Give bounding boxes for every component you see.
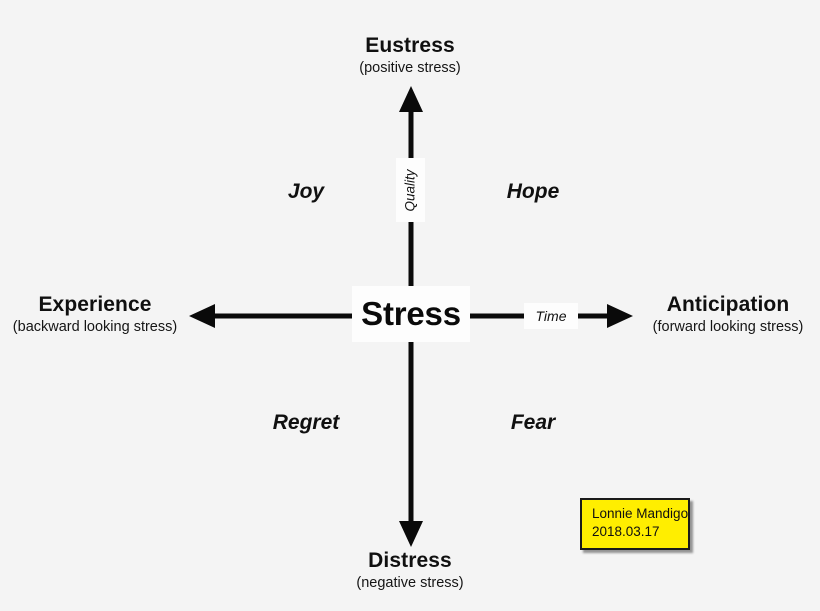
arrowhead-left-icon bbox=[189, 304, 215, 328]
pole-label-experience: Experience (backward looking stress) bbox=[0, 293, 190, 336]
quadrant-label-joy: Joy bbox=[287, 180, 325, 203]
pole-label-anticipation: Anticipation (forward looking stress) bbox=[636, 293, 820, 336]
signature-note: Lonnie Mandigo 2018.03.17 bbox=[580, 498, 690, 550]
center-node-label: Stress bbox=[361, 295, 461, 332]
pole-bottom-title: Distress bbox=[368, 549, 452, 572]
pole-label-eustress: Eustress (positive stress) bbox=[250, 34, 570, 77]
signature-author: Lonnie Mandigo bbox=[592, 506, 689, 521]
arrowhead-right-icon bbox=[607, 304, 633, 328]
axis-name-quality: Quality bbox=[396, 158, 425, 222]
quadrant-label-hope: Hope bbox=[506, 180, 560, 203]
axis-name-time-text: Time bbox=[535, 308, 567, 324]
arrowhead-down-icon bbox=[399, 521, 423, 547]
center-node-stress: Stress bbox=[352, 286, 470, 342]
axis-name-time: Time bbox=[524, 303, 578, 329]
pole-left-title: Experience bbox=[38, 293, 152, 316]
quadrant-label-fear: Fear bbox=[510, 411, 556, 434]
pole-right-subtitle: (forward looking stress) bbox=[652, 318, 804, 335]
pole-right-title: Anticipation bbox=[666, 293, 790, 316]
axis-name-quality-text: Quality bbox=[403, 168, 418, 212]
pole-left-subtitle: (backward looking stress) bbox=[12, 318, 178, 335]
pole-top-title: Eustress bbox=[365, 34, 455, 57]
pole-bottom-subtitle: (negative stress) bbox=[356, 574, 464, 591]
signature-date: 2018.03.17 bbox=[592, 523, 660, 539]
pole-top-subtitle: (positive stress) bbox=[359, 59, 461, 76]
arrowhead-up-icon bbox=[399, 86, 423, 112]
quadrant-label-regret: Regret bbox=[272, 411, 340, 434]
pole-label-distress: Distress (negative stress) bbox=[250, 549, 570, 592]
